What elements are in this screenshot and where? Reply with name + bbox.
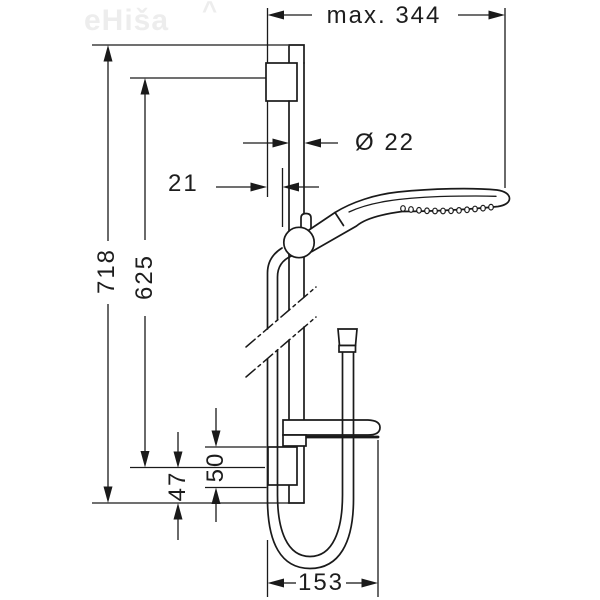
dimension-lines [92, 8, 506, 597]
holder-clamp [300, 212, 312, 230]
dim-label-bracket-height: 50 [202, 451, 229, 483]
watermark-text: eHiša [84, 4, 170, 37]
rail-top-cap [288, 44, 305, 64]
dim-label-total-height: 718 [93, 247, 120, 295]
hose-inner [276, 255, 344, 558]
dim-label-bottom-offset: 47 [164, 470, 191, 502]
soap-dish-mount [282, 434, 307, 447]
dim-label-holder-offset: 21 [168, 170, 199, 197]
dim-label-max-width: max. 344 [326, 2, 442, 29]
dim-label-bracket-distance: 625 [131, 253, 158, 301]
slider-holder-knob [282, 226, 316, 259]
dimension-arrowheads [103, 10, 505, 588]
shower-set [245, 44, 511, 570]
wall-bracket-top [265, 62, 298, 102]
dim-label-rail-diameter: Ø 22 [354, 129, 416, 156]
handle-joint-line [334, 211, 345, 227]
soap-dish [282, 419, 381, 436]
spray-face-line [348, 195, 497, 213]
spray-nozzles [400, 203, 494, 215]
watermark-roof-icon: ^ [202, 0, 219, 25]
hose-connector-nut [338, 344, 357, 353]
dim-label-bottom-width: 153 [297, 569, 345, 596]
hose-outer [266, 247, 355, 570]
hose-connector-cone [337, 328, 358, 347]
wall-bracket-bottom [267, 446, 298, 486]
break-marks [245, 286, 317, 378]
watermark: eHiša ^ [84, 0, 217, 38]
